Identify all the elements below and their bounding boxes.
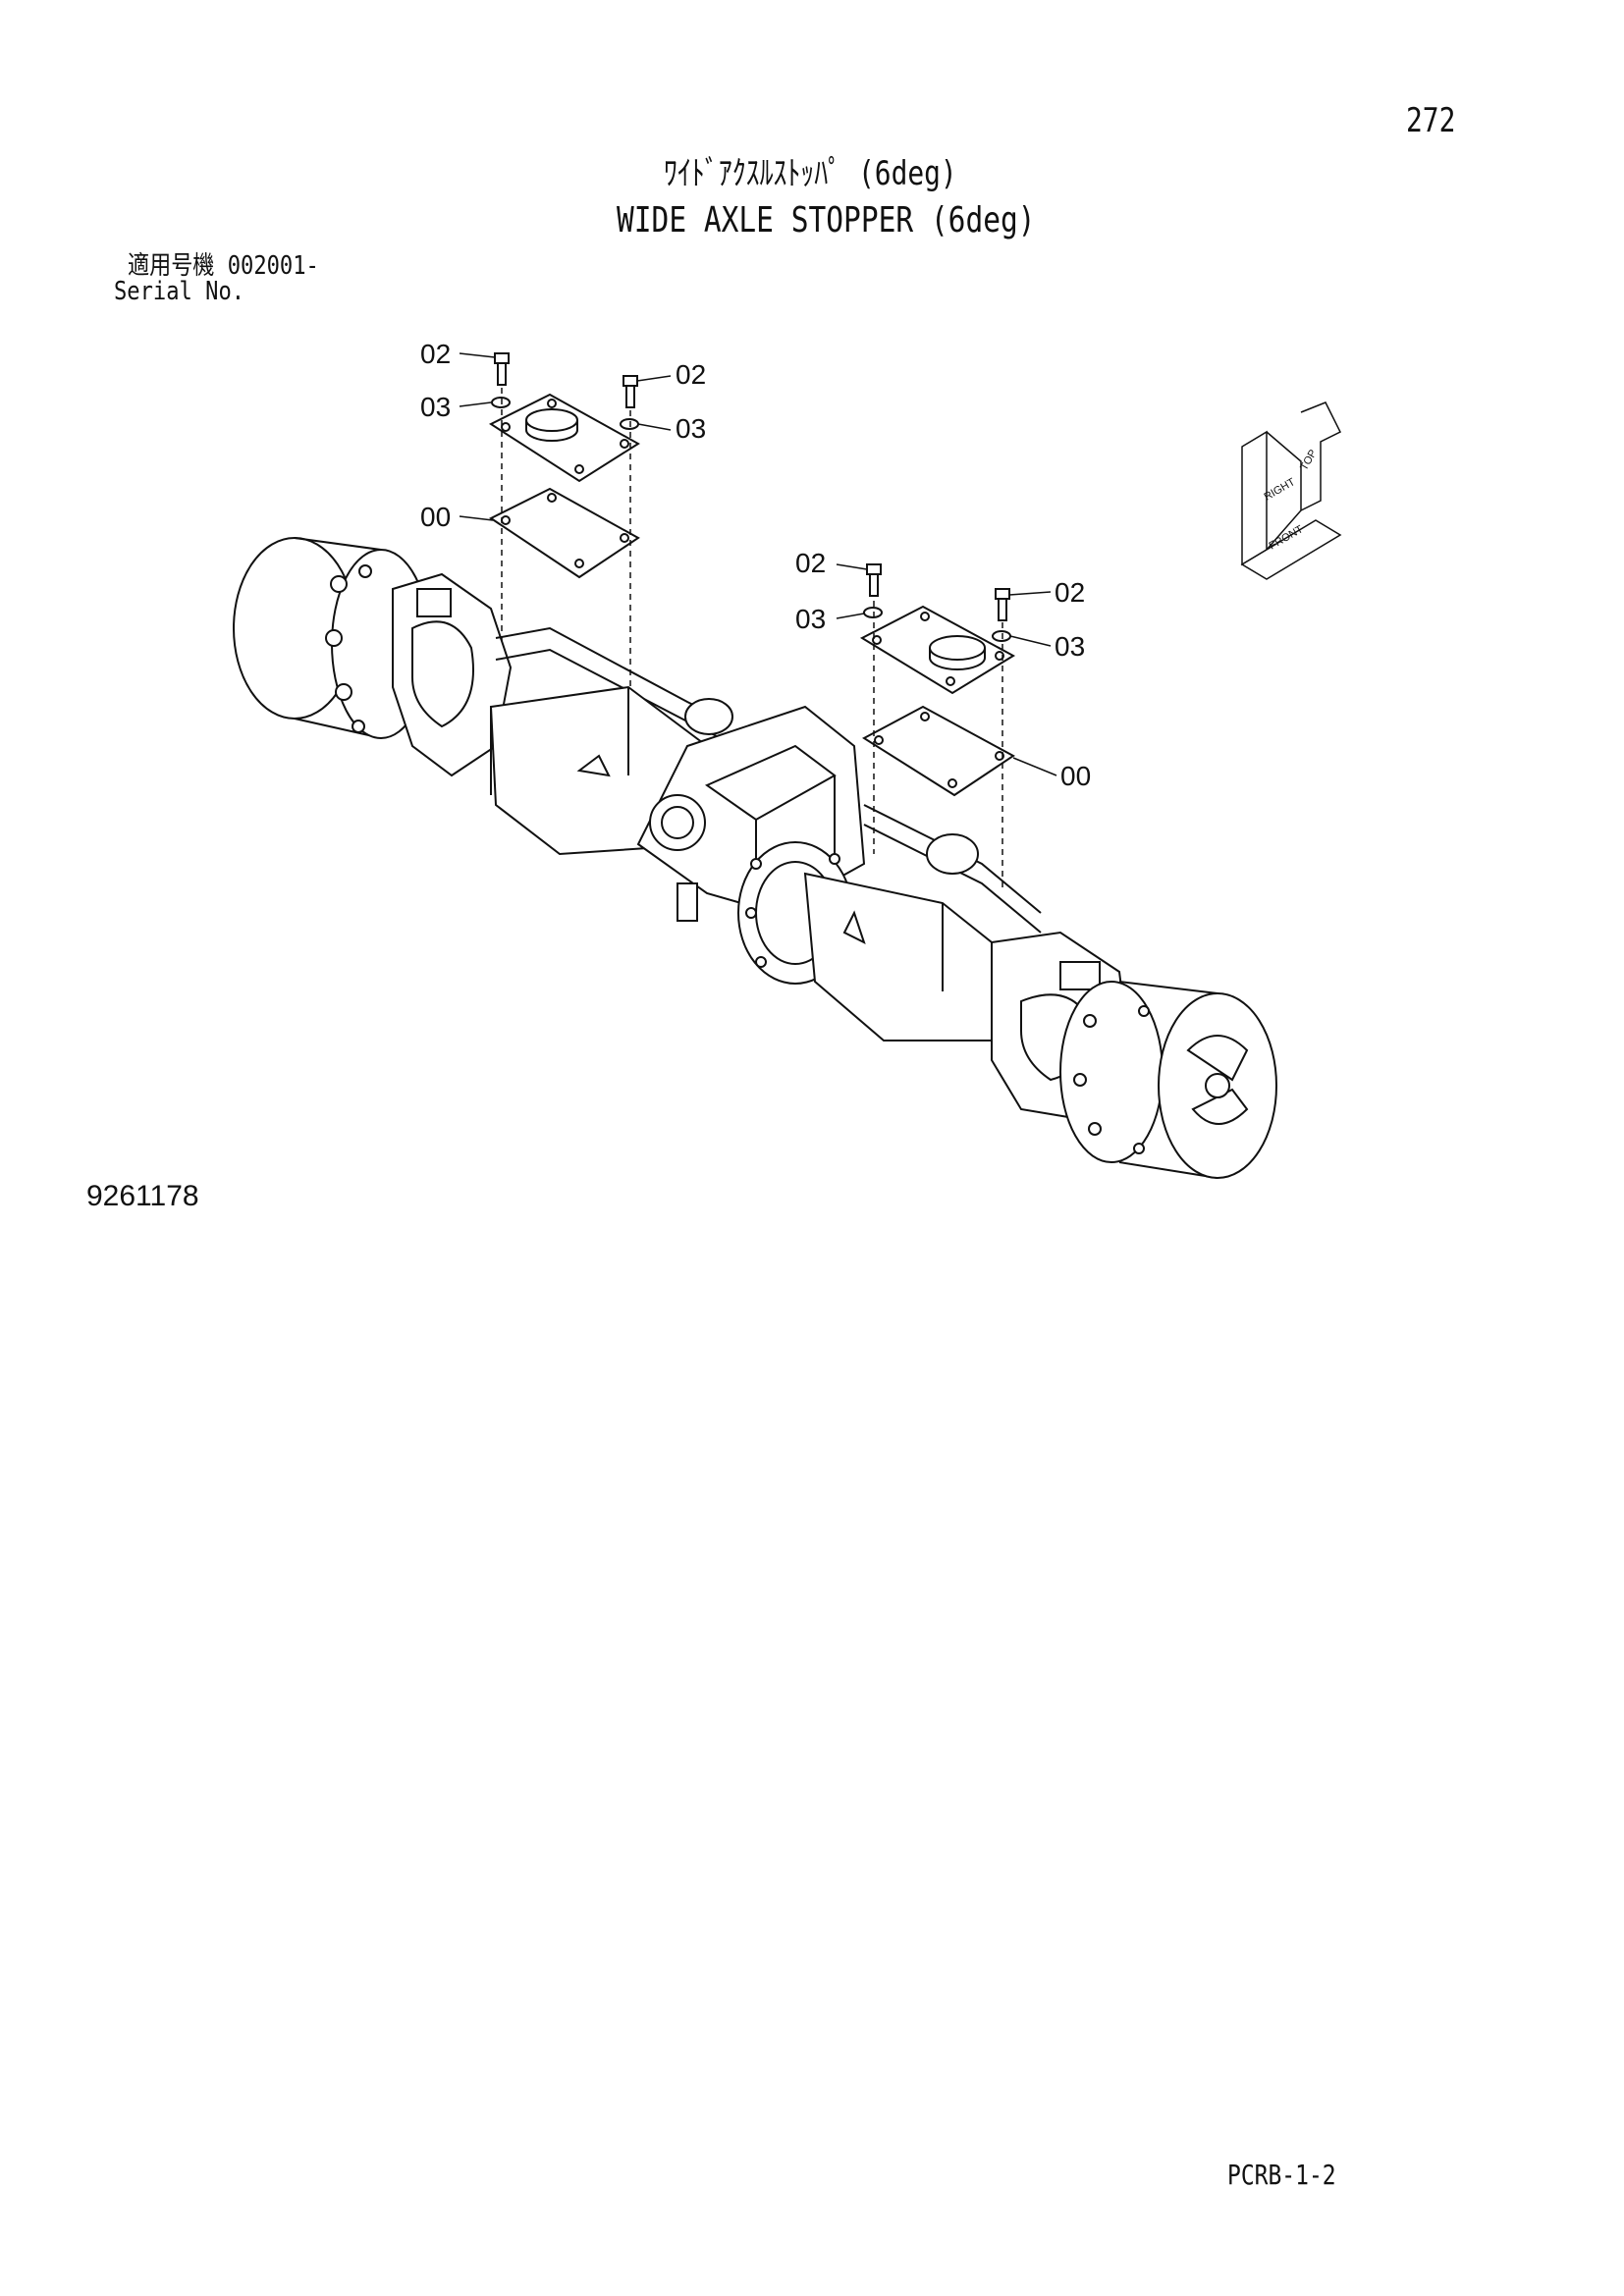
bolt-icon [866, 563, 882, 597]
orientation-label-right: RIGHT [1263, 476, 1298, 504]
right-stopper-assembly [859, 563, 1015, 888]
bolt-icon [995, 588, 1010, 621]
shim-plate [489, 487, 640, 579]
callout-03: 03 [1055, 631, 1085, 662]
orientation-cube-icon [1240, 401, 1342, 580]
callout-02: 02 [420, 339, 451, 369]
callout-03: 03 [676, 413, 706, 444]
title-japanese: ﾜｲﾄﾞｱｸｽﾙｽﾄｯﾊﾟ (6deg) [664, 154, 957, 193]
callout-03: 03 [795, 604, 826, 634]
callout-00: 00 [1060, 761, 1091, 791]
left-stopper-assembly [488, 352, 640, 731]
shim-plate [862, 705, 1015, 797]
footer-code: PCRB-1-2 [1227, 2159, 1336, 2191]
orientation-label-top: TOP [1298, 448, 1320, 472]
callout-00: 00 [420, 502, 451, 532]
callout-labels: 02 02 03 03 00 02 02 03 03 00 [420, 339, 1091, 791]
bolt-icon [623, 375, 638, 408]
washer-icon [863, 607, 883, 618]
washer-icon [992, 630, 1011, 642]
washer-icon [491, 397, 511, 408]
callout-02: 02 [676, 359, 706, 390]
axle-assembly [233, 537, 1277, 1179]
serial-label: Serial No. [114, 277, 245, 306]
drawing-number: 9261178 [86, 1180, 199, 1212]
page-number: 272 [1406, 101, 1456, 140]
callout-03: 03 [420, 392, 451, 422]
stopper-cap-plate [488, 393, 640, 483]
page-title: WIDE AXLE STOPPER (6deg) [617, 200, 1036, 240]
washer-icon [620, 418, 639, 430]
callout-02: 02 [795, 548, 826, 578]
stopper-cap-plate [859, 605, 1015, 695]
callout-02: 02 [1055, 577, 1085, 608]
bolt-icon [494, 352, 510, 386]
serial-label-japanese: 適用号機 002001- [128, 251, 319, 281]
